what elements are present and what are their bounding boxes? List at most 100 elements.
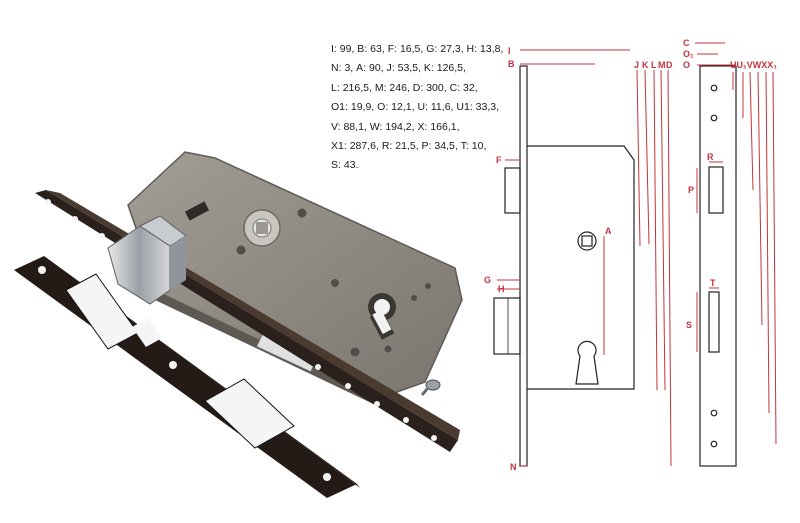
dim-label-t: T (710, 278, 716, 288)
spec-key: W (369, 120, 380, 133)
spec-key: N (331, 62, 339, 75)
dim-label-l: L (651, 60, 657, 70)
dimension-spec-list: I: 99, B: 63, F: 16,5, G: 27,3, H: 13,8,… (331, 40, 509, 176)
follower-hub (577, 231, 597, 251)
spec-value: 216,5 (342, 81, 369, 94)
spec-value: 166,1 (430, 120, 457, 133)
spec-value: 16,5 (399, 43, 421, 55)
spec-item-g: G: 27,3, (426, 43, 467, 55)
spec-item-o1: O1: 19,9, (331, 101, 378, 114)
spec-value: 3 (344, 62, 351, 75)
dim-label-s: S (686, 320, 692, 330)
spec-value: 126,5 (436, 62, 464, 75)
spec-key: V (331, 120, 338, 133)
spec-key: X1 (331, 140, 344, 153)
spec-value: 63 (370, 43, 382, 55)
dimension-lines (497, 42, 777, 467)
dim-label-j: J (634, 60, 639, 70)
dim-label-i: I (508, 46, 511, 56)
spec-key: R (381, 140, 390, 153)
spec-value: 13,8 (479, 43, 501, 55)
dim-label-k: K (642, 60, 649, 70)
faceplate-front-view (699, 65, 737, 467)
spec-item-c: C: 32, (449, 81, 478, 94)
spec-key: U1 (456, 101, 470, 114)
spec-value: 11,6 (430, 101, 451, 114)
spec-item-j: J: 53,5, (386, 62, 424, 75)
spec-item-s: S: 43. (331, 159, 359, 172)
spec-value: 10 (471, 140, 484, 153)
spec-value: 12,1 (391, 101, 412, 114)
spec-value: 27,3 (440, 43, 461, 55)
spec-value: 90 (368, 62, 381, 75)
deadbolt-side-view (493, 297, 521, 355)
spec-value: 88,1 (343, 120, 364, 133)
strike-plate (14, 256, 360, 498)
spec-key: X (417, 120, 425, 133)
spec-value: 99 (339, 43, 352, 55)
spec-item-x: X: 166,1, (417, 120, 460, 133)
dim-label-c: C (683, 38, 690, 48)
spec-key: B (357, 43, 365, 55)
lock-product-photo (14, 151, 463, 498)
spec-item-p: P: 34,5, (421, 140, 461, 153)
dim-label-uvwx: UU₁VWXX₁ (730, 60, 777, 70)
spec-item-x1: X1: 287,6, (331, 140, 382, 153)
dim-label-o: O (683, 60, 690, 70)
spec-item-r: R: 21,5, (381, 140, 422, 153)
lock-case-side-view (527, 145, 635, 390)
spec-item-k: K: 126,5, (423, 62, 466, 75)
spec-key: O (377, 101, 386, 114)
spec-value: 287,6 (349, 140, 376, 153)
spec-item-w: W: 194,2, (369, 120, 418, 133)
dim-label-r: R (707, 152, 714, 162)
cylinder-cutout (368, 293, 396, 340)
spec-item-b: B: 63, (357, 43, 388, 55)
spec-key: M (374, 81, 384, 94)
spec-key: K (423, 62, 431, 75)
dim-label-m: M (658, 60, 666, 70)
spec-key: J (386, 62, 392, 75)
spec-key: G (426, 43, 435, 55)
spec-key: S (331, 159, 339, 172)
spec-key: F (387, 43, 395, 55)
spec-item-m: M: 246, (374, 81, 413, 94)
latch-bolt (107, 215, 187, 305)
spec-value: 300 (426, 81, 444, 94)
spec-value: 33,3 (475, 101, 497, 114)
spec-item-v: V: 88,1, (331, 120, 370, 133)
lock-case (127, 151, 463, 410)
dimension-labels: I B F G H N A J K L M D C O₁ O UU₁VWXX₁ … (484, 38, 777, 472)
dim-label-b: B (508, 59, 515, 69)
spec-key: O1 (331, 101, 346, 114)
cylinder-keyhole (575, 340, 599, 385)
spec-value: 34,5 (434, 140, 455, 153)
drawing-outlines (493, 65, 737, 467)
screw (420, 379, 441, 396)
spec-item-h: H: 13,8, (466, 43, 504, 55)
spec-value: 53,5 (397, 62, 419, 75)
spec-item-a: A: 90, (356, 62, 387, 75)
spec-key: U (417, 101, 426, 114)
dim-label-o1: O₁ (683, 49, 694, 59)
dim-label-n: N (510, 462, 517, 472)
spec-key: P (421, 140, 429, 153)
spec-key: I (331, 43, 334, 55)
spec-item-i: I: 99, (331, 43, 358, 55)
spec-value: 19,9 (350, 101, 372, 114)
dim-label-p: P (688, 185, 694, 195)
spec-item-d: D: 300, (412, 81, 450, 94)
spec-value: 43 (343, 159, 356, 172)
spec-key: T (460, 140, 466, 153)
dim-label-g: G (484, 275, 491, 285)
faceplate-side-view (519, 65, 528, 467)
spec-key: C (449, 81, 458, 94)
spec-item-u1: U1: 33,3, (456, 101, 500, 114)
spec-key: A (356, 62, 364, 75)
spec-value: 194,2 (385, 120, 412, 133)
spec-item-o: O: 12,1, (377, 101, 418, 114)
spec-value: 32 (463, 81, 475, 94)
spec-item-l: L: 216,5, (331, 81, 375, 94)
latch-bolt-side-view (504, 167, 521, 214)
